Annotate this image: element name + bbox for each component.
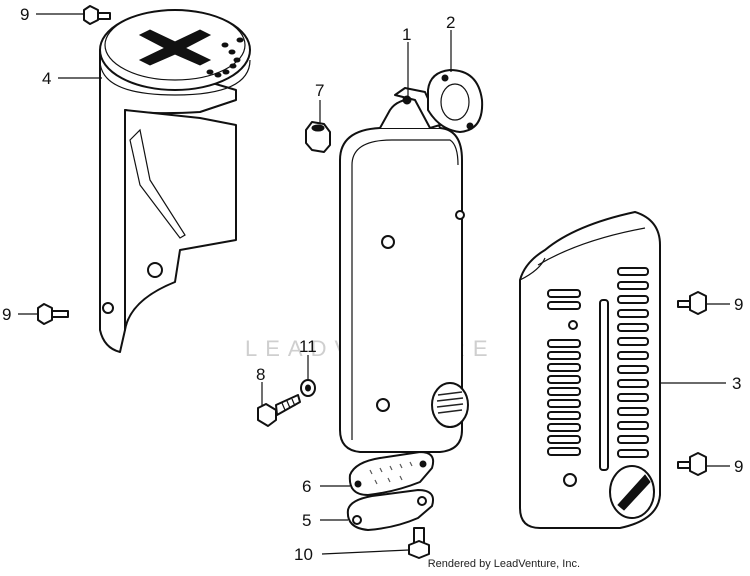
leader-lines: [18, 13, 730, 555]
callout-8: 8: [256, 365, 265, 384]
callout-7: 7: [315, 81, 324, 100]
callout-9-top: 9: [20, 5, 29, 24]
callout-3: 3: [732, 374, 741, 393]
part-9-bolt-top[interactable]: [83, 5, 111, 25]
callout-1: 1: [402, 25, 411, 44]
part-4-shroud[interactable]: [99, 9, 251, 353]
part-5-plate[interactable]: [346, 489, 434, 531]
part-3-protector[interactable]: [519, 211, 661, 529]
part-10-bolt[interactable]: [408, 527, 430, 559]
callout-9-left: 9: [2, 305, 11, 324]
callout-4: 4: [42, 69, 51, 88]
part-2-gasket[interactable]: [427, 69, 484, 133]
callout-5: 5: [302, 511, 311, 530]
bolt-threads: [281, 398, 296, 411]
callout-6: 6: [302, 477, 311, 496]
part-9-bolt-right-lower[interactable]: [677, 452, 707, 476]
part-9-bolt-left[interactable]: [37, 303, 69, 325]
callout-9-right-upper: 9: [734, 295, 743, 314]
callout-11: 11: [299, 337, 317, 356]
gasket-texture: [369, 461, 413, 485]
part-7-nut[interactable]: [305, 121, 331, 153]
part-9-bolt-right-upper[interactable]: [677, 291, 707, 315]
protector-slots: [547, 267, 649, 458]
callout-2: 2: [446, 13, 455, 32]
part-6-gasket[interactable]: [348, 451, 435, 496]
vent-holes: [206, 37, 244, 78]
part-11-washer[interactable]: [300, 379, 316, 397]
part-1-muffler[interactable]: [339, 87, 469, 453]
outlet-screen: [436, 391, 464, 414]
render-credit: Rendered by LeadVenture, Inc.: [427, 558, 580, 570]
part-8-bolt[interactable]: [257, 394, 301, 427]
callout-10: 10: [294, 545, 313, 564]
callout-9-right-lower: 9: [734, 457, 743, 476]
